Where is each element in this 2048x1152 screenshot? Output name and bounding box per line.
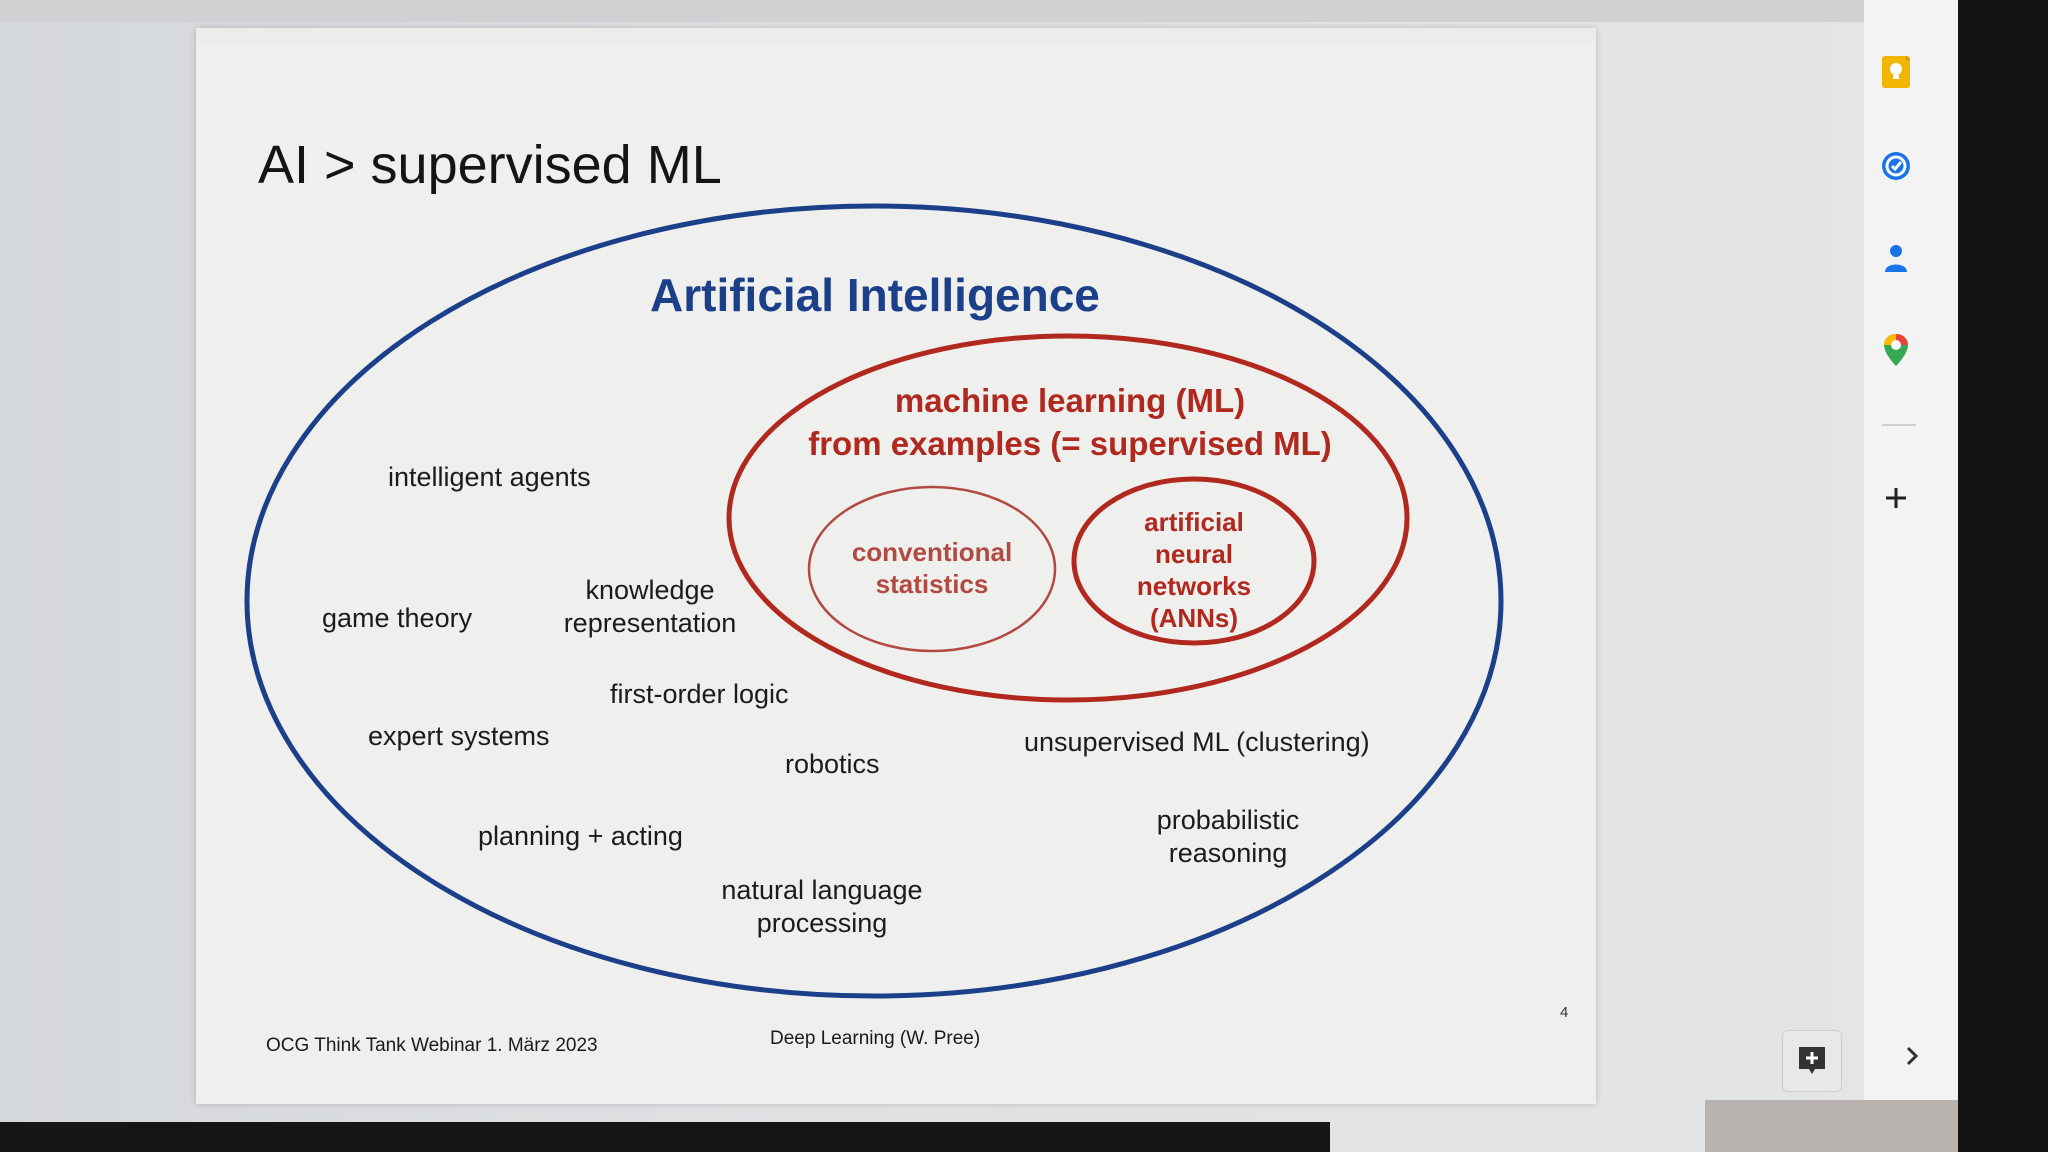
statistics-label: conventional statistics: [832, 536, 1032, 600]
ann-ellipse: [1071, 476, 1317, 646]
topic-probabilistic-reasoning: probabilistic reasoning: [1128, 804, 1328, 870]
ann-label: artificial neural networks (ANNs): [1094, 506, 1294, 634]
topic-first-order-logic: first-order logic: [610, 679, 789, 709]
add-icon[interactable]: [1876, 478, 1916, 518]
ai-label: Artificial Intelligence: [650, 269, 1100, 321]
footer-left: OCG Think Tank Webinar 1. März 2023: [266, 1035, 598, 1056]
tasks-icon[interactable]: [1876, 146, 1916, 186]
top-strip: [0, 0, 1958, 22]
side-divider: [1882, 424, 1916, 426]
add-comment-button[interactable]: [1782, 1030, 1842, 1092]
nlp-line2: processing: [756, 908, 888, 938]
ann-line4: (ANNs): [1149, 603, 1239, 633]
footer-center: Deep Learning (W. Pree): [770, 1028, 981, 1049]
keep-icon[interactable]: [1876, 52, 1916, 92]
probabilistic-line2: reasoning: [1168, 838, 1288, 868]
topic-intelligent-agents: intelligent agents: [388, 462, 591, 492]
topic-unsupervised-ml: unsupervised ML (clustering): [1024, 727, 1370, 757]
topic-game-theory: game theory: [322, 603, 473, 633]
topic-planning-acting: planning + acting: [478, 821, 683, 851]
topic-robotics: robotics: [785, 749, 880, 779]
screen-bezel-right: [1958, 0, 2048, 1152]
add-comment-icon: [1799, 1047, 1825, 1074]
statistics-line2: statistics: [875, 569, 989, 599]
background-object: [1705, 1100, 1958, 1152]
slide: [196, 28, 1596, 1104]
knowledge-line1: knowledge: [585, 575, 715, 605]
ml-label-line1: machine learning (ML): [894, 382, 1246, 419]
slide-title: AI > supervised ML: [258, 135, 722, 195]
ai-ellipse: [244, 203, 1504, 999]
ann-line2: neural: [1154, 539, 1234, 569]
topic-expert-systems: expert systems: [368, 721, 550, 751]
ml-label: machine learning (ML) from examples (= s…: [795, 379, 1345, 465]
knowledge-line2: representation: [563, 608, 737, 638]
screen-bezel-bottom: [0, 1122, 1330, 1152]
ml-ellipse: [726, 333, 1410, 703]
ann-line3: networks: [1136, 571, 1252, 601]
ml-label-line2: from examples (= supervised ML): [808, 425, 1332, 462]
statistics-line1: conventional: [851, 537, 1013, 567]
nlp-line1: natural language: [721, 875, 923, 905]
maps-icon[interactable]: [1876, 330, 1916, 370]
side-panel: [1864, 0, 1958, 1152]
slide-canvas: [196, 42, 1596, 1104]
statistics-ellipse: [807, 485, 1057, 653]
chevron-right-icon[interactable]: [1892, 1036, 1932, 1076]
topic-knowledge-representation: knowledge representation: [550, 574, 750, 640]
probabilistic-line1: probabilistic: [1156, 805, 1300, 835]
ann-line1: artificial: [1144, 507, 1244, 537]
contacts-icon[interactable]: [1876, 238, 1916, 278]
topic-natural-language-processing: natural language processing: [702, 874, 942, 940]
page-number: 4: [1560, 1004, 1569, 1021]
